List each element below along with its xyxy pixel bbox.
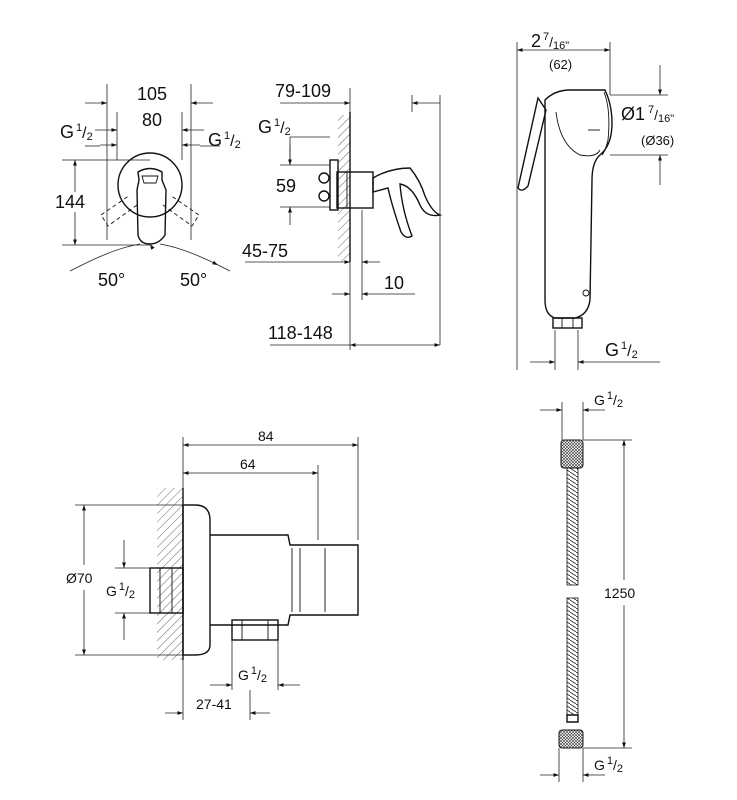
- wall-outlet-side-thread: [149, 567, 184, 614]
- mixer-total-depth-label: 118-148: [268, 323, 333, 343]
- mixer-height-label: 144: [55, 192, 85, 212]
- hose-upper-segment: [566, 467, 579, 586]
- hose-top-nut: [560, 439, 584, 469]
- mixer-escutcheon: [117, 152, 183, 218]
- shower-diameter-mm-label: (Ø36): [641, 133, 674, 148]
- mixer-inlet-bracket: [329, 159, 339, 211]
- outlet-diameter-label: Ø70: [66, 570, 93, 586]
- mixer-inner-width-label: 80: [142, 110, 162, 130]
- outlet-wall-label: 27-41: [196, 696, 232, 712]
- hose-lower-segment: [566, 597, 579, 716]
- mixer-depth-label: 79-109: [275, 81, 331, 101]
- mixer-handle: [136, 167, 167, 245]
- wall-outlet-body: [210, 534, 359, 626]
- mixer-front-view: [62, 84, 231, 272]
- hand-shower-view: [516, 42, 668, 370]
- hand-shower-nut: [552, 317, 583, 329]
- mixer-side-height-label: 59: [276, 176, 296, 196]
- outlet-depth-label: 64: [240, 456, 256, 472]
- hand-shower-body: [544, 89, 613, 319]
- angle-right-label: 50°: [180, 270, 207, 290]
- wall-outlet-rosette: [182, 504, 211, 656]
- wall-outlet-bottom-thread: [231, 619, 279, 641]
- mixer-side-view: [245, 88, 443, 350]
- mixer-lever: [372, 167, 443, 239]
- shower-width-mm-label: (62): [549, 57, 572, 72]
- mixer-offset-label: 10: [384, 273, 404, 293]
- mixer-install-depth-label: 45-75: [242, 241, 288, 261]
- hose-bottom-nut: [558, 729, 584, 749]
- angle-left-label: 50°: [98, 270, 125, 290]
- hand-shower-trigger: [517, 96, 547, 191]
- wall-outlet-view: [75, 437, 359, 720]
- mixer-width-label: 105: [137, 84, 167, 104]
- outlet-total-label: 84: [258, 428, 274, 444]
- hose-length-label: 1250: [604, 585, 635, 601]
- hose-view: [540, 402, 632, 782]
